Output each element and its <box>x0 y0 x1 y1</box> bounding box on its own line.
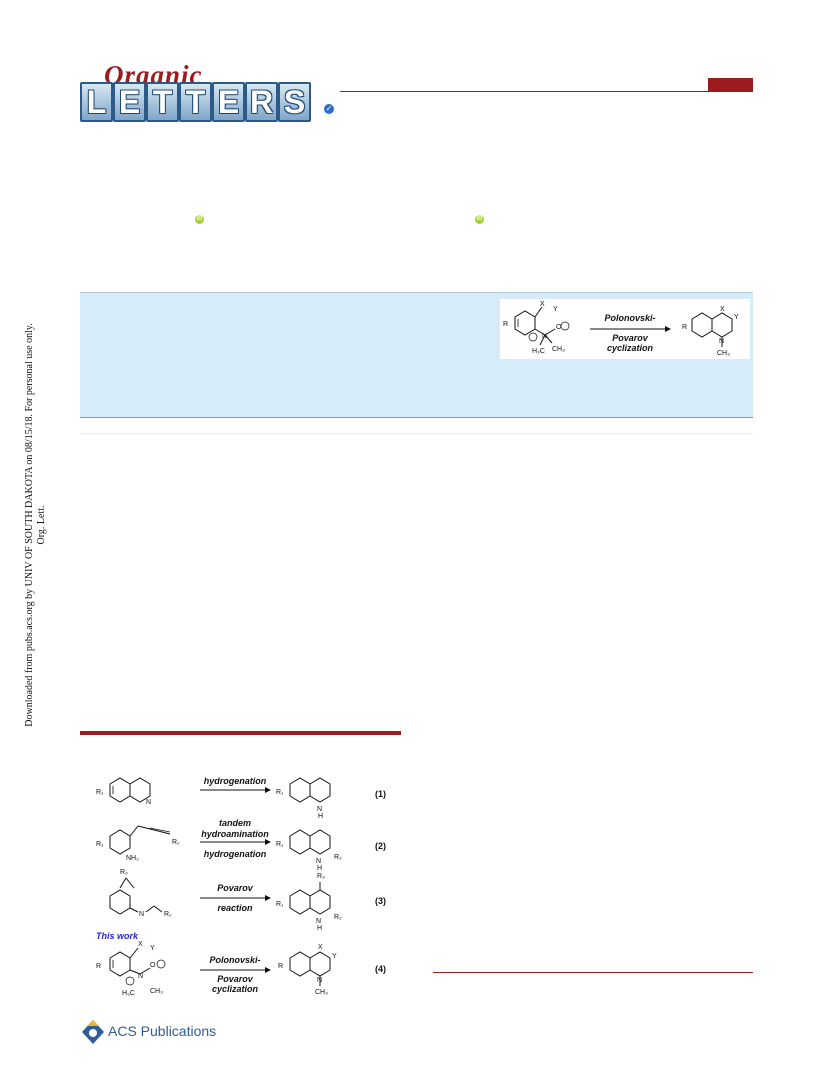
scheme-arrow-label: hydrogenation <box>204 776 267 786</box>
scheme-row-4: R X Y N O H₃C CH₃ Polonovski- Povarov cy… <box>96 941 386 997</box>
abstract-box: R X Y N O H₃C CH₃ Polonovski- Povarov cy… <box>80 292 753 418</box>
logo-letter: T <box>146 82 179 122</box>
scheme-arrow-label: hydrogenation <box>204 849 267 859</box>
logo-letter: E <box>212 82 245 122</box>
svg-text:R: R <box>682 324 687 331</box>
equation-number: (3) <box>375 896 386 906</box>
header-rule <box>340 91 752 92</box>
svg-text:R₃: R₃ <box>120 869 128 876</box>
svg-text:N: N <box>317 977 322 984</box>
download-stamp: Downloaded from pubs.acs.org by UNIV OF … <box>24 315 54 735</box>
toc-product-structure: R X Y N CH₃ <box>682 306 739 357</box>
verified-check-icon: ✓ <box>324 104 334 114</box>
publisher-name: ACS Publications <box>108 1023 217 1039</box>
svg-text:R₁: R₁ <box>96 841 104 848</box>
journal-logo: Organic L E T T E R S ✓ <box>80 60 334 122</box>
reaction-scheme: R₁ N hydrogenation R₁ N H (1) R₁ NH₂ R₂ … <box>96 776 386 997</box>
acs-emblem-icon <box>82 1020 104 1044</box>
download-stamp-line: Downloaded from pubs.acs.org by UNIV OF … <box>24 323 35 727</box>
svg-text:R₃: R₃ <box>317 873 325 880</box>
download-stamp-journal: Org. Lett. <box>36 505 47 545</box>
svg-text:R₂: R₂ <box>334 914 342 921</box>
toc-graphic: R X Y N O H₃C CH₃ Polonovski- Povarov cy… <box>500 299 750 359</box>
svg-text:N: N <box>542 333 547 340</box>
scheme-row-3: R₃ N R₂ Povarov reaction R₃ R₁ N H R₂ (3… <box>109 869 386 932</box>
svg-text:R₁: R₁ <box>276 841 284 848</box>
svg-text:O: O <box>150 962 156 969</box>
logo-letter: L <box>80 82 113 122</box>
scheme-arrow-label: tandem <box>219 818 251 828</box>
toc-arrow-top-label: Polonovski- <box>604 313 655 323</box>
scheme-arrow-label: hydroamination <box>201 829 269 839</box>
svg-text:X: X <box>318 944 323 951</box>
section-rule <box>433 972 753 973</box>
scheme-row-2: R₁ NH₂ R₂ tandem hydroamination hydrogen… <box>96 818 386 872</box>
scheme-arrow-label: Povarov <box>217 974 254 984</box>
svg-text:X: X <box>720 306 725 313</box>
svg-text:R: R <box>278 963 283 970</box>
scheme-row-1: R₁ N hydrogenation R₁ N H (1) <box>96 776 386 820</box>
svg-text:Y: Y <box>734 314 739 321</box>
svg-text:N: N <box>316 858 321 865</box>
header-tab <box>708 78 753 92</box>
divider <box>80 433 753 434</box>
svg-text:CH₃: CH₃ <box>150 988 163 995</box>
svg-text:N: N <box>719 338 724 345</box>
toc-reactant-structure: R X Y N O H₃C CH₃ <box>503 301 570 355</box>
svg-text:R₂: R₂ <box>172 839 180 846</box>
orcid-icon[interactable]: iD <box>475 215 484 224</box>
svg-text:O: O <box>556 324 562 331</box>
svg-text:N: N <box>138 973 143 980</box>
toc-arrow-bottom-label: cyclization <box>607 343 654 353</box>
svg-text:N: N <box>317 806 322 813</box>
svg-text:H: H <box>318 813 323 820</box>
svg-text:N: N <box>139 911 144 918</box>
orcid-icon[interactable]: iD <box>195 215 204 224</box>
logo-letter: S <box>278 82 311 122</box>
svg-text:CH₃: CH₃ <box>315 989 328 996</box>
svg-text:X: X <box>138 941 143 948</box>
scheme-arrow-label: Povarov <box>217 883 254 893</box>
svg-text:N: N <box>316 918 321 925</box>
svg-text:H₃C: H₃C <box>532 348 545 355</box>
svg-text:R₂: R₂ <box>164 911 172 918</box>
svg-text:CH₃: CH₃ <box>717 350 730 357</box>
svg-text:H: H <box>317 865 322 872</box>
svg-text:H: H <box>317 925 322 932</box>
svg-text:CH₃: CH₃ <box>552 346 565 353</box>
this-work-label: This work <box>96 931 139 941</box>
toc-arrow-bottom-label: Povarov <box>612 333 649 343</box>
svg-text:R₁: R₁ <box>276 789 284 796</box>
scheme-arrow-label: cyclization <box>212 984 259 994</box>
scheme-arrow-label: Polonovski- <box>209 955 260 965</box>
svg-text:N: N <box>146 799 151 806</box>
svg-text:R₁: R₁ <box>276 901 284 908</box>
equation-number: (4) <box>375 964 386 974</box>
acs-publications-logo[interactable]: ACS Publications <box>80 1018 220 1048</box>
logo-letter: T <box>179 82 212 122</box>
svg-text:R₂: R₂ <box>334 854 342 861</box>
logo-letter: E <box>113 82 146 122</box>
svg-text:R: R <box>503 321 508 328</box>
svg-text:X: X <box>540 301 545 308</box>
scheme-arrow-label: reaction <box>217 903 253 913</box>
svg-text:H₃C: H₃C <box>122 990 135 997</box>
svg-text:NH₂: NH₂ <box>126 855 139 862</box>
svg-text:Y: Y <box>150 945 155 952</box>
svg-text:R: R <box>96 963 101 970</box>
svg-text:Y: Y <box>332 953 337 960</box>
svg-text:Y: Y <box>553 306 558 313</box>
equation-number: (1) <box>375 789 386 799</box>
logo-letter: R <box>245 82 278 122</box>
svg-text:R₁: R₁ <box>96 789 104 796</box>
section-rule <box>80 731 401 735</box>
equation-number: (2) <box>375 841 386 851</box>
